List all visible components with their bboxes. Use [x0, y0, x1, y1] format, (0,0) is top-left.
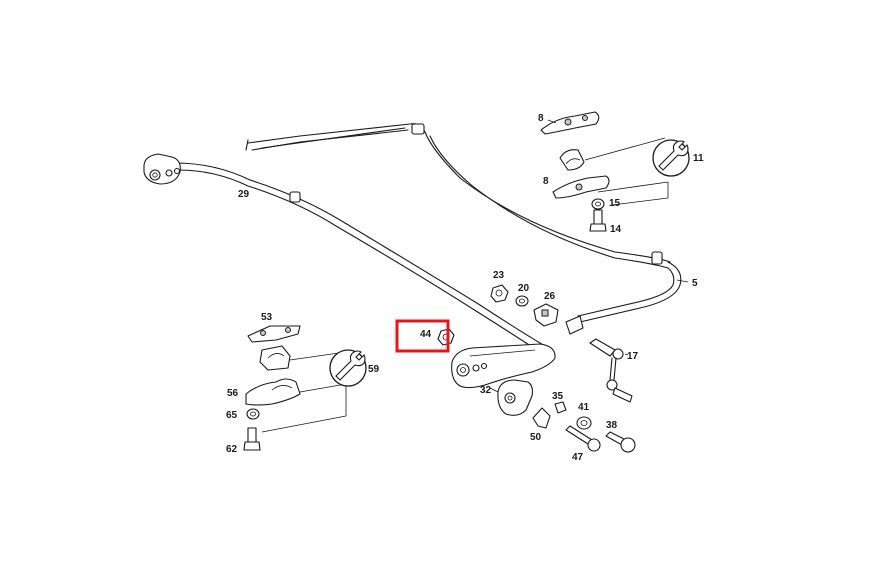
callout-23: 23	[493, 270, 505, 281]
part-14-bolt[interactable]	[589, 209, 607, 232]
callout-15: 15	[609, 198, 621, 209]
part-62-bolt[interactable]	[243, 427, 261, 451]
part-23-nut[interactable]	[490, 284, 509, 303]
callout-44: 44	[420, 329, 432, 340]
part-8-upper-clamp[interactable]	[540, 111, 600, 135]
part-50-bracket[interactable]	[532, 407, 551, 429]
callout-32: 32	[480, 385, 492, 396]
callout-38: 38	[606, 420, 618, 431]
part-47-bolt[interactable]	[565, 425, 601, 452]
part-bushing-block[interactable]	[259, 345, 291, 371]
callout-17: 17	[627, 351, 639, 362]
part-44-nut[interactable]	[437, 328, 455, 346]
part-26-clip[interactable]	[533, 303, 559, 327]
part-20-washer[interactable]	[515, 295, 529, 307]
callout-65: 65	[226, 410, 238, 421]
part-35-sleeve[interactable]	[554, 401, 567, 414]
wrench-icon	[652, 139, 690, 177]
callout-8-upper: 8	[538, 113, 544, 124]
part-11-bushing[interactable]	[559, 149, 585, 171]
part-17-link-rod[interactable]	[589, 338, 633, 403]
callout-5: 5	[692, 278, 698, 289]
callout-41: 41	[578, 402, 590, 413]
callout-20: 20	[518, 283, 530, 294]
part-15-washer[interactable]	[591, 198, 605, 210]
callout-62: 62	[226, 444, 238, 455]
callout-14: 14	[610, 224, 622, 235]
callout-50: 50	[530, 432, 542, 443]
callout-47: 47	[572, 452, 584, 463]
part-65-washer[interactable]	[246, 408, 260, 420]
link-arm[interactable]	[451, 343, 556, 389]
callout-35: 35	[552, 391, 564, 402]
part-32-bracket[interactable]	[497, 379, 534, 416]
callout-29: 29	[238, 189, 250, 200]
callout-8-lower: 8	[543, 176, 549, 187]
part-56-clamp[interactable]	[245, 378, 301, 406]
callout-59: 59	[368, 364, 380, 375]
wrench-icon	[329, 349, 367, 387]
callout-53: 53	[261, 312, 273, 323]
callout-56: 56	[227, 388, 239, 399]
part-53-plate[interactable]	[247, 325, 301, 343]
part-8-lower-clamp[interactable]	[552, 175, 610, 199]
stabilizer-bar[interactable]	[143, 123, 682, 353]
highlight-box	[395, 319, 450, 353]
part-41-washer[interactable]	[576, 416, 592, 430]
callout-11: 11	[693, 153, 704, 164]
part-38-bolt[interactable]	[605, 431, 636, 453]
callout-26: 26	[544, 291, 556, 302]
